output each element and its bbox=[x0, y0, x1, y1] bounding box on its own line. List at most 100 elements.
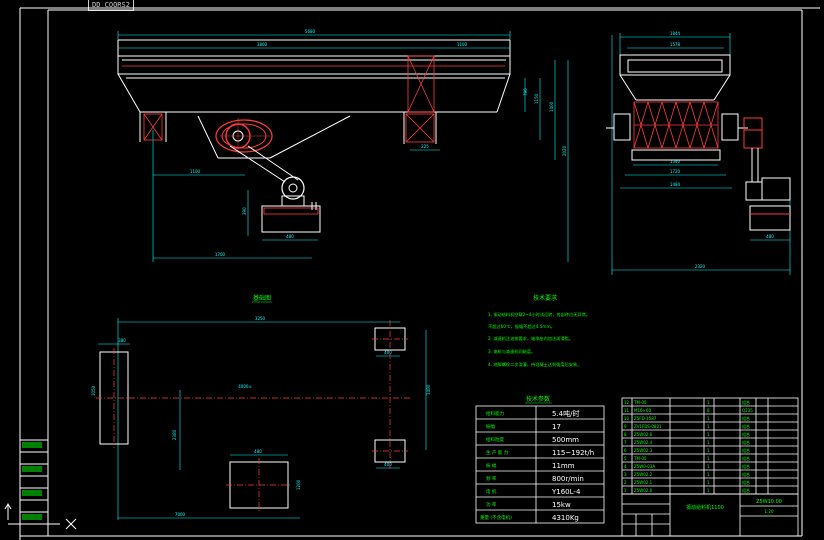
bom-code: Z5W02.0 bbox=[634, 488, 653, 493]
param-label: 功 率 bbox=[486, 501, 497, 508]
side-springs bbox=[633, 101, 719, 149]
side-dim-motor: 480 bbox=[766, 234, 774, 239]
note-line-2: 不超过60℃，振幅不超过4.5mm。 bbox=[488, 323, 555, 330]
dim-base-len: 1700 bbox=[215, 252, 226, 257]
bom-qty: 1 bbox=[707, 480, 710, 485]
params-grid bbox=[475, 405, 605, 524]
bom-code: Z5W02.3 bbox=[634, 448, 653, 453]
bom-no: 6 bbox=[624, 448, 627, 453]
params-title: 技术参数 bbox=[526, 395, 550, 403]
plan-dim-block-b: 400 bbox=[384, 462, 392, 467]
bom-mat: 组合 bbox=[742, 471, 750, 477]
param-label: 振 幅 bbox=[486, 462, 497, 469]
param-label: 给料能力 bbox=[486, 410, 504, 417]
bom-code: TM-00 bbox=[633, 456, 647, 461]
param-value: 17 bbox=[552, 423, 561, 431]
bom-code: TM-00 bbox=[633, 400, 647, 405]
side-dim-top-inner: 1578 bbox=[670, 42, 681, 47]
dim-h1: 790 bbox=[523, 88, 528, 96]
param-value: 5.4吨/时 bbox=[552, 409, 580, 418]
plan-dim-texts: 3250 380 1050 4000± 400 400 1400 480 238… bbox=[91, 316, 431, 517]
feeder-supports bbox=[139, 112, 437, 159]
bom-qty: 1 bbox=[707, 424, 710, 429]
dim-h3: 1400 bbox=[549, 101, 554, 112]
bom-no: 5 bbox=[624, 456, 627, 461]
bom-mat: Q235 bbox=[742, 408, 753, 413]
plan-dim-block-a: 400 bbox=[384, 350, 392, 355]
side-dim-overall: 2320 bbox=[695, 264, 706, 269]
notes-title: 技术要求 bbox=[533, 294, 557, 302]
drawing-number: Z5W10.00 bbox=[756, 499, 782, 505]
side-dim-bottom: 1484 bbox=[670, 182, 681, 187]
feeder-trough bbox=[117, 39, 511, 113]
bom-grid bbox=[621, 397, 799, 537]
bom-rows: 12 TM-00 1 组合 11 M16×60 8 Q235 10 Z5FD-1… bbox=[624, 399, 753, 493]
left-margin-table bbox=[19, 439, 49, 537]
side-dim-top-width: 1844 bbox=[670, 31, 681, 36]
bom-qty: 1 bbox=[707, 456, 710, 461]
bom-table[interactable]: 12 TM-00 1 组合 11 M16×60 8 Q235 10 Z5FD-1… bbox=[621, 397, 799, 537]
side-dim-mid1: 1340 bbox=[670, 159, 681, 164]
bom-no: 8 bbox=[624, 432, 627, 437]
bom-qty: 1 bbox=[707, 488, 710, 493]
plan-dim-left-block: 380 bbox=[118, 338, 126, 343]
param-label: 振幅 bbox=[486, 423, 495, 430]
plan-dimensions bbox=[98, 318, 427, 520]
params-values: 5.4吨/时 17 500mm 115~192t/h 11mm 800r/min… bbox=[551, 409, 594, 522]
drawing-title: 振动给料机1100 bbox=[686, 504, 724, 511]
bom-qty: 1 bbox=[707, 472, 710, 477]
bom-code: ZV1FDS-0801 bbox=[634, 424, 662, 429]
bom-no: 4 bbox=[624, 464, 627, 469]
side-dim-mid2: 1720 bbox=[670, 169, 681, 174]
dim-foot: 225 bbox=[421, 144, 429, 149]
bom-no: 2 bbox=[624, 480, 627, 485]
bom-qty: 8 bbox=[707, 408, 710, 413]
front-view-dimensions bbox=[117, 31, 569, 262]
plan-dim-right-height: 1400 bbox=[426, 384, 431, 395]
bom-code: Z5W02.2 bbox=[634, 472, 653, 477]
bom-qty: 1 bbox=[707, 464, 710, 469]
bom-mat: 组合 bbox=[742, 423, 750, 429]
bom-code: M16×60 bbox=[634, 408, 651, 413]
side-view-dimensions bbox=[611, 33, 791, 275]
bom-code: Z5FD-1587 bbox=[634, 416, 657, 421]
bom-qty: 1 bbox=[707, 448, 710, 453]
bom-code: Z5W0-03A bbox=[634, 464, 655, 469]
dim-motor-offset: 1100 bbox=[190, 169, 201, 174]
bom-mat: 组合 bbox=[742, 439, 750, 445]
bom-code: Z5W02.6 bbox=[634, 432, 653, 437]
front-view-dim-texts: 5680 3800 1100 790 1150 1400 2020 1100 3… bbox=[190, 29, 567, 257]
bom-no: 1 bbox=[624, 488, 627, 493]
param-value: 4310Kg bbox=[552, 514, 579, 522]
bom-qty: 1 bbox=[707, 400, 710, 405]
front-view[interactable]: 5680 3800 1100 790 1150 1400 2020 1100 3… bbox=[117, 29, 569, 262]
note-line-5: 4. 地脚螺栓二次浇灌，待混凝土达到强度后安装。 bbox=[488, 361, 581, 368]
ucs-axis-icon bbox=[4, 503, 77, 530]
bom-no: 11 bbox=[624, 408, 630, 413]
param-value: 15kw bbox=[552, 501, 571, 509]
param-label: 重量 (不含电机) bbox=[480, 514, 512, 521]
note-line-3: 2. 减速机注油按要求，轴承座内加注润滑脂。 bbox=[488, 335, 573, 342]
bom-mat: 组合 bbox=[742, 415, 750, 421]
side-view-dim-texts: 1844 1578 1340 1720 1484 480 2320 bbox=[670, 31, 774, 269]
title-block: Z5W10.00 振动给料机1100 1:20 bbox=[686, 499, 782, 514]
parameters-table[interactable]: 技术参数 给料能力 振幅 给料粒度 生 产 能 力 振 幅 频 率 电 机 功 … bbox=[475, 395, 605, 524]
foundation-plan[interactable]: 基础图 3250 380 1050 4000± 400 400 1400 480… bbox=[91, 294, 431, 520]
plan-dim-left-height: 1050 bbox=[91, 385, 96, 396]
side-view[interactable]: 1844 1578 1340 1720 1484 480 2320 bbox=[606, 31, 791, 275]
param-label: 电 机 bbox=[486, 488, 497, 495]
bom-qty: 1 bbox=[707, 432, 710, 437]
bom-code: Z5W02.4 bbox=[634, 440, 653, 445]
bom-qty: 1 bbox=[707, 440, 710, 445]
drawing-scale: 1:20 bbox=[765, 509, 774, 514]
plan-dim-width: 3250 bbox=[255, 316, 266, 321]
plan-centerlines bbox=[96, 320, 410, 512]
bom-qty: 1 bbox=[707, 416, 710, 421]
params-labels: 给料能力 振幅 给料粒度 生 产 能 力 振 幅 频 率 电 机 功 率 重量 … bbox=[480, 410, 512, 521]
drawing-frame bbox=[19, 7, 820, 540]
note-line-4: 3. 电机与减速机同轴度。 bbox=[488, 348, 535, 355]
dim-h2: 1150 bbox=[534, 93, 539, 104]
plan-blocks bbox=[99, 327, 406, 509]
dim-overall-length: 5680 bbox=[305, 29, 316, 34]
